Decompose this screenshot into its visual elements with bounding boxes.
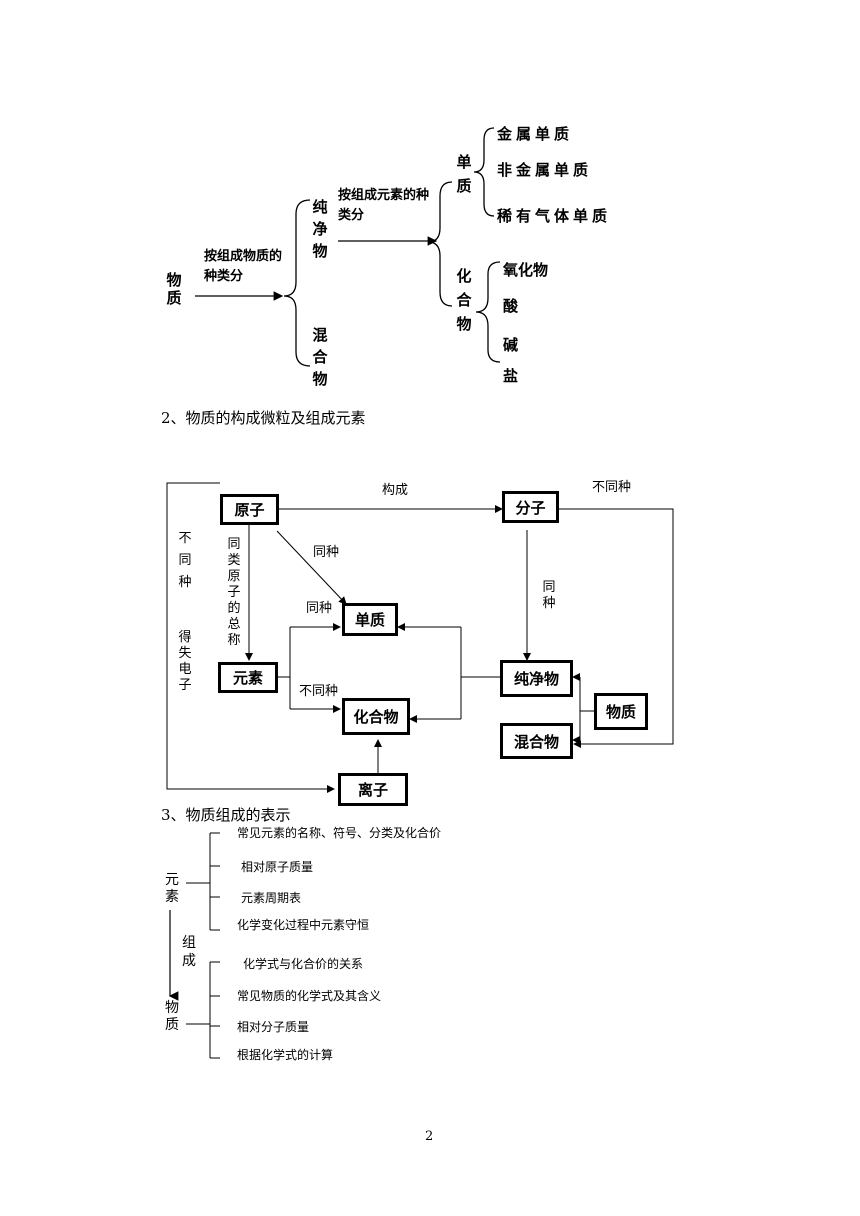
label-same-kind-diag: 同种	[313, 545, 340, 560]
compound-label: 化合物	[456, 267, 472, 333]
node-matter: 物质	[594, 693, 648, 730]
matter-topic-2: 常见物质的化学式及其含义	[237, 989, 382, 1003]
element-item-nonmetal: 非金属单质	[497, 161, 593, 179]
mixture-label: 混合物	[312, 326, 328, 388]
composition-matter-label: 物质	[165, 1000, 179, 1033]
label-diff-kind-top: 不同种	[592, 480, 632, 495]
edge1-label: 按组成物质的种类分	[204, 249, 283, 284]
element-item-noble-gas: 稀有气体单质	[497, 207, 612, 225]
node-molecule: 分子	[502, 491, 559, 523]
label-same-kind-left: 同种	[306, 601, 333, 616]
element-topic-4: 化学变化过程中元素守恒	[237, 918, 370, 932]
composition-element-label: 元素	[165, 872, 179, 905]
matter-topic-3: 相对分子质量	[237, 1020, 310, 1034]
label-diff-kind-mid: 不同种	[299, 684, 339, 699]
element-topic-3: 元素周期表	[241, 891, 302, 905]
label-diff-kind-vertical: 不同种	[178, 531, 192, 590]
compound-item-acid: 酸	[503, 297, 519, 315]
element-item-metal: 金属单质	[497, 125, 574, 143]
label-same-atom-total: 同类原子的总称	[227, 537, 241, 648]
element-sub-label: 单质	[456, 153, 472, 195]
label-gain-lose-electron: 得失电子	[178, 630, 192, 693]
element-topic-2: 相对原子质量	[241, 860, 314, 874]
matter-topic-1: 化学式与化合价的关系	[243, 957, 364, 971]
element-topic-1: 常见元素的名称、符号、分类及化合价	[237, 826, 442, 840]
compound-item-salt: 盐	[503, 367, 519, 385]
node-ion: 离子	[338, 773, 408, 806]
node-atom: 原子	[220, 494, 279, 525]
label-forms: 构成	[382, 483, 409, 498]
node-element-substance: 单质	[342, 603, 398, 636]
edge2-label: 按组成元素的种类分	[338, 188, 430, 223]
compound-item-oxide: 氧化物	[503, 261, 549, 279]
matter-topic-4: 根据化学式的计算	[237, 1048, 334, 1062]
pure-label: 纯净物	[312, 198, 328, 260]
tree-root-label: 物质	[166, 271, 182, 307]
label-same-kind-right: 同种	[542, 580, 556, 611]
section2-heading: 2、物质的构成微粒及组成元素	[161, 409, 366, 427]
section3-heading: 3、物质组成的表示	[161, 806, 291, 824]
node-element: 元素	[218, 662, 278, 693]
node-mixture: 混合物	[500, 723, 573, 759]
compound-item-base: 碱	[503, 336, 519, 354]
page-number: 2	[425, 1129, 434, 1144]
node-pure: 纯净物	[500, 660, 573, 697]
composition-middle-label: 组成	[182, 935, 196, 969]
node-compound: 化合物	[342, 698, 410, 735]
